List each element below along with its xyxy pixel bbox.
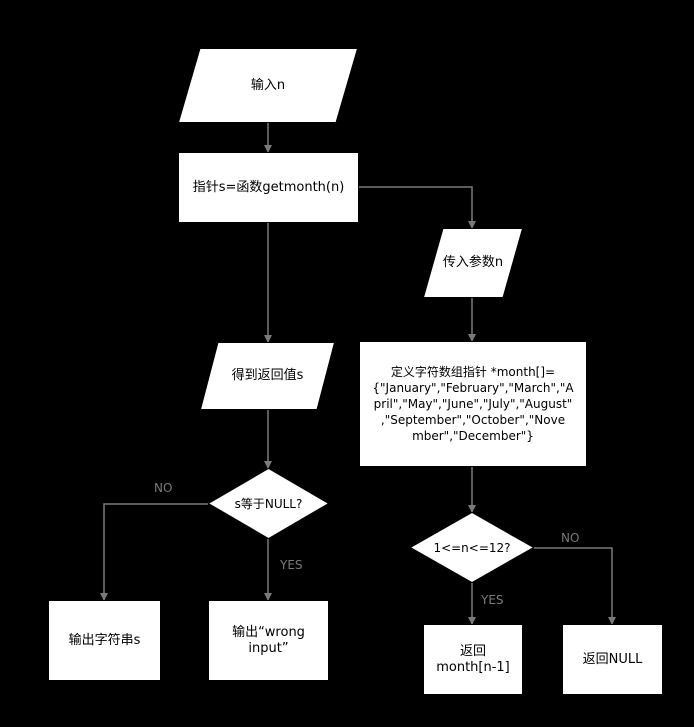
get-return-node: 得到返回值s (200, 342, 335, 410)
output-wrong-node: 输出“wrong input” (208, 600, 329, 681)
return-month-line: 返回 (459, 643, 486, 659)
define-array-node: 定义字符数组指针 *month[]= {"January","February"… (359, 341, 587, 467)
define-array-line: 定义字符数组指针 *month[]= (390, 365, 556, 379)
check-null-label: s等于NULL? (234, 496, 303, 511)
define-array-line: mber","December"} (412, 429, 534, 443)
return-month-line: month[n-1] (436, 659, 510, 675)
edge-label-null-yes: YES (280, 558, 303, 572)
check-null-node: s等于NULL? (208, 468, 329, 539)
return-null-node: 返回NULL (562, 624, 663, 695)
input-n-label: 输入n (250, 77, 286, 93)
check-range-node: 1<=n<=12? (410, 512, 534, 583)
parallelogram-shape (423, 228, 523, 298)
output-string-node: 输出字符串s (48, 600, 161, 681)
output-wrong-line: input” (248, 640, 289, 656)
pointer-assign-label: 指针s=函数getmonth(n) (192, 179, 345, 195)
define-array-line: pril","May","June","July","August" (373, 397, 573, 411)
define-array-line: {"January","February","March","A (372, 381, 574, 395)
pass-param-node: 传入参数n (423, 228, 523, 298)
diamond-shape (410, 512, 534, 583)
diamond-shape (208, 468, 329, 539)
edge-pointer-to-pass (358, 186, 476, 229)
pass-param-label: 传入参数n (442, 255, 504, 270)
output-wrong-line: 输出“wrong (232, 624, 305, 640)
pointer-assign-node: 指针s=函数getmonth(n) (178, 152, 359, 223)
edge-label-range-no: NO (561, 531, 580, 545)
edge-check-no (100, 503, 208, 601)
return-month-node: 返回 month[n-1] (423, 624, 523, 695)
edge-label-null-no: NO (154, 481, 173, 495)
parallelogram-shape (200, 342, 335, 410)
parallelogram-shape (178, 48, 358, 123)
check-range-label: 1<=n<=12? (433, 540, 511, 555)
get-return-label: 得到返回值s (231, 368, 304, 383)
define-array-line: ,"September","October","Nove (380, 413, 566, 427)
edge-range-no (534, 547, 616, 625)
return-null-label: 返回NULL (582, 651, 643, 667)
output-string-label: 输出字符串s (68, 632, 141, 648)
edge-label-range-yes: YES (481, 593, 504, 607)
input-n-node: 输入n (178, 48, 358, 123)
